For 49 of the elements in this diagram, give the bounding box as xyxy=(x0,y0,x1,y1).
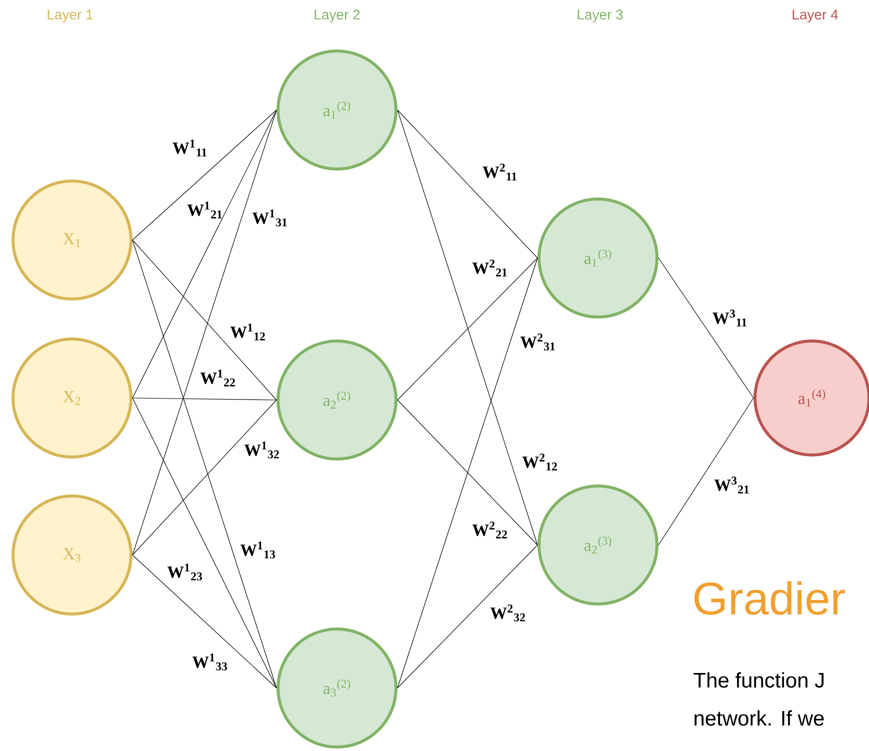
connection-line xyxy=(132,110,277,556)
connection-line xyxy=(397,110,538,258)
connection-line xyxy=(397,400,538,546)
weight-label: W$^{1}$11 xyxy=(172,140,206,156)
weight-label: W$^{1}$13 xyxy=(240,542,276,558)
weight-label: W$^{2}$32 xyxy=(490,604,525,622)
connection-line xyxy=(397,544,538,688)
layer-label: Layer 1 xyxy=(48,10,93,22)
connection-line xyxy=(397,258,538,400)
weight-label: W$^{1}$33 xyxy=(192,654,228,670)
weight-label: W$^{1}$12 xyxy=(230,324,265,340)
connection-line xyxy=(132,240,277,400)
connection-line xyxy=(397,258,538,688)
weight-label: W$^{2}$22 xyxy=(472,522,507,538)
body-text: The function J xyxy=(694,672,824,688)
connection-line xyxy=(132,110,277,398)
connection-line xyxy=(132,554,277,688)
input-neuron: X$_{3}$ xyxy=(12,494,132,616)
weight-label: W$^{1}$22 xyxy=(200,370,235,386)
connection-line xyxy=(132,110,277,240)
input-neuron: X$_{1}$ xyxy=(12,180,132,300)
weight-label: W$^{1}$31 xyxy=(252,210,287,226)
weight-label: W$^{2}$31 xyxy=(520,334,555,350)
connection-line xyxy=(132,400,277,556)
layer-label: Layer 2 xyxy=(314,10,360,22)
connection-line xyxy=(132,398,277,400)
weight-label: W$^{2}$11 xyxy=(482,164,516,180)
layer-label: Layer 3 xyxy=(578,10,623,22)
hidden-neuron: a$_{1}$(2) xyxy=(276,50,398,170)
hidden-neuron: a$_{3}$(2) xyxy=(276,628,398,748)
body-text: network. If we xyxy=(694,710,824,726)
layer-label: Layer 4 xyxy=(792,10,838,22)
weight-label: W$^{3}$21 xyxy=(714,476,749,494)
weight-label: W$^{1}$23 xyxy=(167,564,202,580)
weight-label: W$^{2}$21 xyxy=(472,260,507,276)
hidden-neuron: a$_{1}$(3) xyxy=(538,198,658,318)
connection-line xyxy=(397,110,538,546)
connection-line xyxy=(658,398,754,546)
hidden-neuron: a$_{2}$(3) xyxy=(538,484,658,606)
connection-line xyxy=(132,240,277,688)
section-heading: Gradier xyxy=(694,581,845,615)
weight-label: W$^{1}$21 xyxy=(187,202,222,218)
input-neuron: X$_{2}$ xyxy=(12,338,132,458)
weight-label: W$^{3}$11 xyxy=(712,310,746,326)
weight-label: W$^{1}$32 xyxy=(244,442,279,458)
connection-line xyxy=(658,258,754,398)
connection-line xyxy=(132,398,277,688)
output-neuron: a$_{1}$(4) xyxy=(754,340,869,456)
weight-label: W$^{2}$12 xyxy=(522,454,557,470)
